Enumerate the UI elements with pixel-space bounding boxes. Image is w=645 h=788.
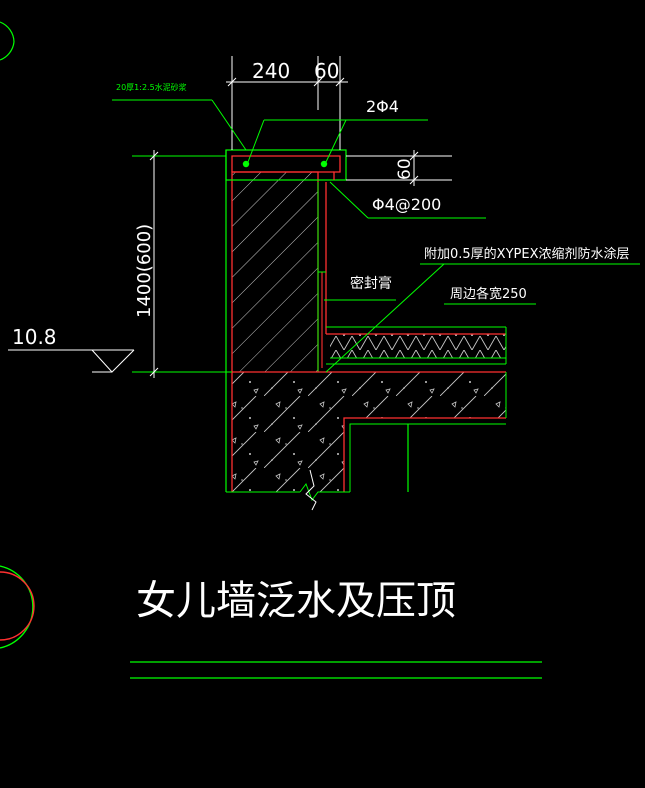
- dimension-left: 1400(600): [132, 150, 232, 378]
- annotation-sealant: 密封膏: [324, 275, 396, 301]
- dimension-right: 60: [346, 150, 452, 186]
- drawing-title: 女儿墙泛水及压顶: [136, 578, 456, 624]
- annotation-mortar: 20厚1:2.5水泥砂浆: [112, 82, 247, 151]
- concrete-slab: [226, 371, 507, 502]
- dim-1400: 1400(600): [134, 224, 155, 318]
- dim-240: 240: [252, 59, 290, 83]
- dim-60-top: 60: [314, 59, 339, 83]
- rebar-dot-left: [242, 160, 250, 168]
- roof-layers: [326, 326, 507, 365]
- rebar-dot-right: [320, 160, 328, 168]
- dim-60-coping: 60: [395, 158, 415, 180]
- waterproof-vertical: [318, 182, 327, 368]
- annotation-waterproof: 附加0.5厚的XYPEX浓缩剂防水涂层 周边各宽250: [325, 246, 640, 373]
- elevation-marker: 10.8: [8, 325, 135, 373]
- rebar-main-label: 2Φ4: [366, 97, 399, 116]
- width-label: 周边各宽250: [450, 286, 527, 302]
- elevation-label: 10.8: [12, 325, 57, 349]
- mortar-note: 20厚1:2.5水泥砂浆: [116, 82, 187, 92]
- coping-cap: [225, 149, 347, 181]
- break-line: [305, 469, 317, 511]
- sealant-label: 密封膏: [350, 275, 392, 292]
- dimension-top: 240 60: [226, 56, 348, 150]
- annotation-rebar-dist: Φ4@200: [329, 181, 486, 219]
- waterproof-label: 附加0.5厚的XYPEX浓缩剂防水涂层: [424, 246, 629, 262]
- rebar-dist-label: Φ4@200: [372, 195, 441, 214]
- drawing-title-block: 女儿墙泛水及压顶: [130, 578, 542, 679]
- edge-circle-top: [0, 21, 15, 61]
- parapet-wall: [225, 150, 319, 492]
- edge-circle-bottom: [0, 565, 35, 649]
- annotation-rebar-main: 2Φ4: [247, 97, 428, 163]
